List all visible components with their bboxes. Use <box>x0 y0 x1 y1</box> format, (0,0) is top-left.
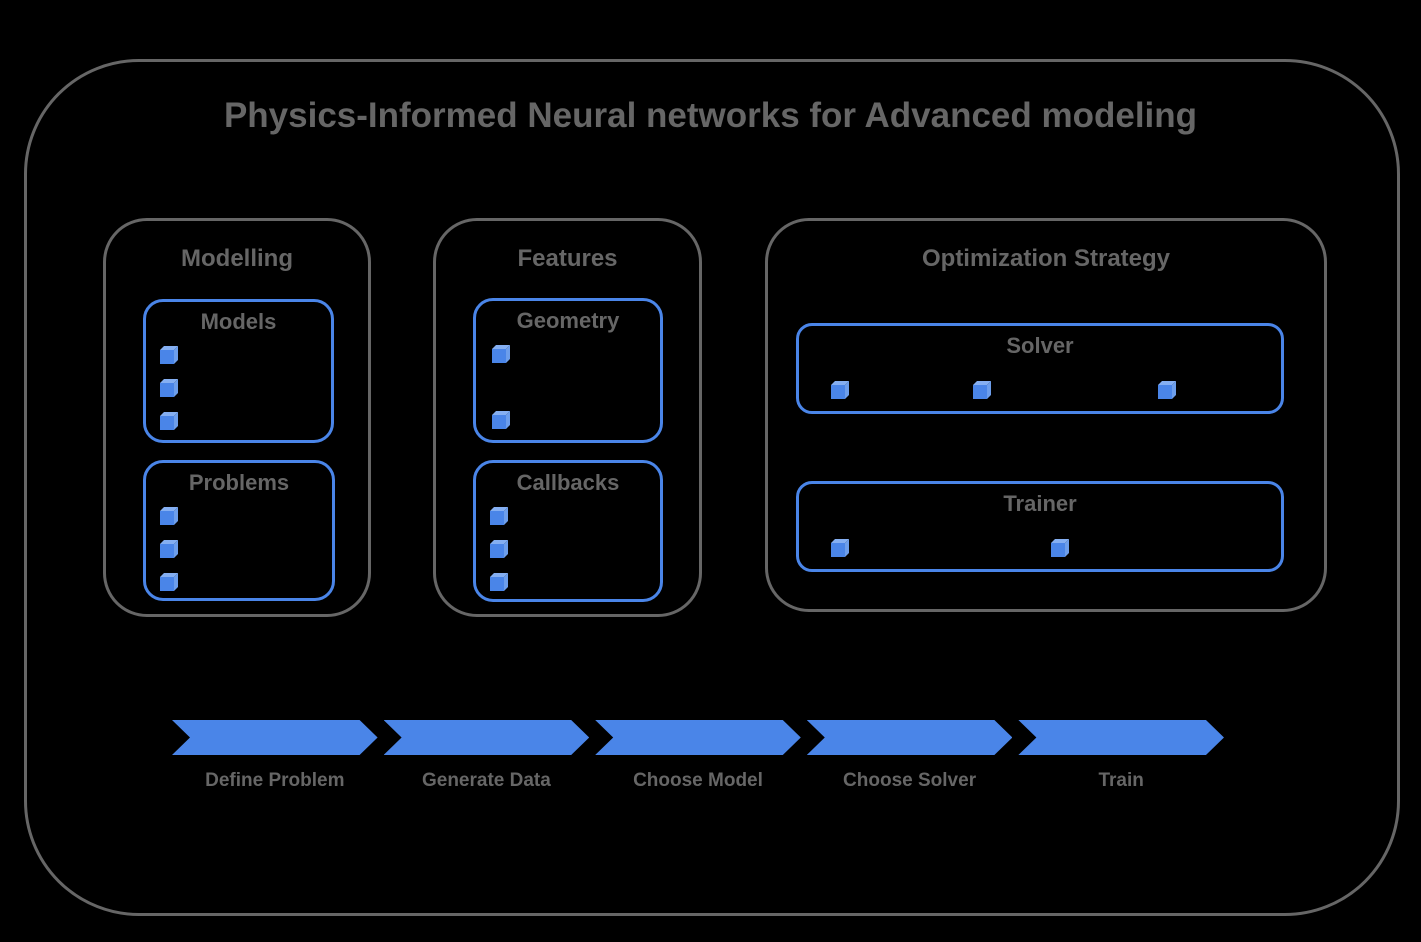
cube-bullet-icon <box>831 381 849 399</box>
cube-bullet-icon <box>160 346 178 364</box>
problems-bullet-list <box>160 507 178 591</box>
step-label-generate-data: Generate Data <box>421 770 551 791</box>
section-optimization-strategy-label: Optimization Strategy <box>921 245 1171 272</box>
box-solver: Solver <box>796 323 1284 414</box>
cube-bullet-icon <box>160 540 178 558</box>
box-geometry: Geometry <box>473 298 663 443</box>
diagram-title: Physics-Informed Neural networks for Adv… <box>223 96 1198 135</box>
box-geometry-label: Geometry <box>516 308 620 333</box>
step-label-choose-model: Choose Model <box>633 770 763 791</box>
section-features-label: Features <box>517 245 618 272</box>
box-models-label: Models <box>200 309 277 334</box>
box-models: Models <box>143 299 334 443</box>
solver-bullet-list <box>799 326 1281 411</box>
cube-bullet-icon <box>973 381 991 399</box>
step-label-choose-solver: Choose Solver <box>843 770 977 791</box>
trainer-bullet-list <box>799 484 1281 569</box>
box-problems: Problems <box>143 460 335 601</box>
step-label-train: Train <box>1098 770 1144 791</box>
callbacks-bullet-list <box>490 507 508 591</box>
cube-bullet-icon <box>490 507 508 525</box>
step-label-define-problem: Define Problem <box>205 770 345 791</box>
section-features: Features <box>433 218 702 617</box>
cube-bullet-icon <box>490 573 508 591</box>
pipeline-chevron-define-problem <box>172 720 378 755</box>
pipeline-chevron-train <box>1018 720 1224 755</box>
pipeline-chevron-choose-solver <box>807 720 1013 755</box>
box-trainer: Trainer <box>796 481 1284 572</box>
pipeline-step-labels: Define Problem Generate Data Choose Mode… <box>172 770 1224 792</box>
box-solver-label: Solver <box>1006 333 1074 358</box>
cube-bullet-icon <box>160 507 178 525</box>
box-problems-label: Problems <box>188 470 290 495</box>
cube-bullet-icon <box>160 573 178 591</box>
cube-bullet-icon <box>160 379 178 397</box>
cube-bullet-icon <box>490 540 508 558</box>
diagram-outer-frame <box>24 59 1400 916</box>
cube-bullet-icon <box>492 345 510 363</box>
cube-bullet-icon <box>1051 539 1069 557</box>
section-modelling-label: Modelling <box>181 245 293 272</box>
pipeline-arrow <box>172 720 1224 755</box>
cube-bullet-icon <box>492 411 510 429</box>
cube-bullet-icon <box>831 539 849 557</box>
section-optimization-strategy: Optimization Strategy <box>765 218 1327 612</box>
box-trainer-label: Trainer <box>1003 491 1077 516</box>
models-bullet-list <box>160 346 178 430</box>
box-callbacks-label: Callbacks <box>516 470 620 495</box>
cube-bullet-icon <box>1158 381 1176 399</box>
section-modelling: Modelling <box>103 218 371 617</box>
pipeline-chevron-generate-data <box>384 720 590 755</box>
pipeline-chevron-choose-model <box>595 720 801 755</box>
cube-bullet-icon <box>160 412 178 430</box>
geometry-bullet-list <box>492 345 510 429</box>
box-callbacks: Callbacks <box>473 460 663 602</box>
